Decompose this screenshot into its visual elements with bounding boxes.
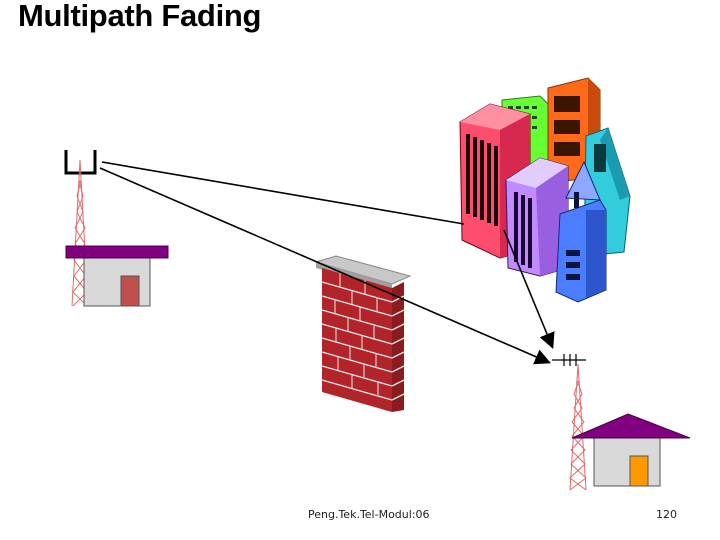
page-number: 120 (656, 508, 677, 521)
receiver-tower (569, 363, 587, 491)
slide-title: Multipath Fading (18, 0, 262, 33)
roof-right (571, 413, 691, 439)
direct-path-to-receiver (99, 167, 551, 365)
signal-paths (99, 161, 555, 365)
receiver-antenna-icon (552, 354, 586, 366)
reflected-path-buildings-to-receiver (503, 229, 555, 349)
footer-module-label: Peng.Tek.Tel-Modul:06 (308, 508, 430, 521)
door-right (629, 455, 649, 487)
house-left (65, 245, 169, 307)
roof-left (65, 245, 169, 259)
brick-wall (314, 255, 412, 412)
city-buildings (459, 77, 631, 303)
door-left (120, 275, 140, 307)
reflected-path-to-buildings (101, 161, 465, 225)
house-right (571, 413, 691, 487)
